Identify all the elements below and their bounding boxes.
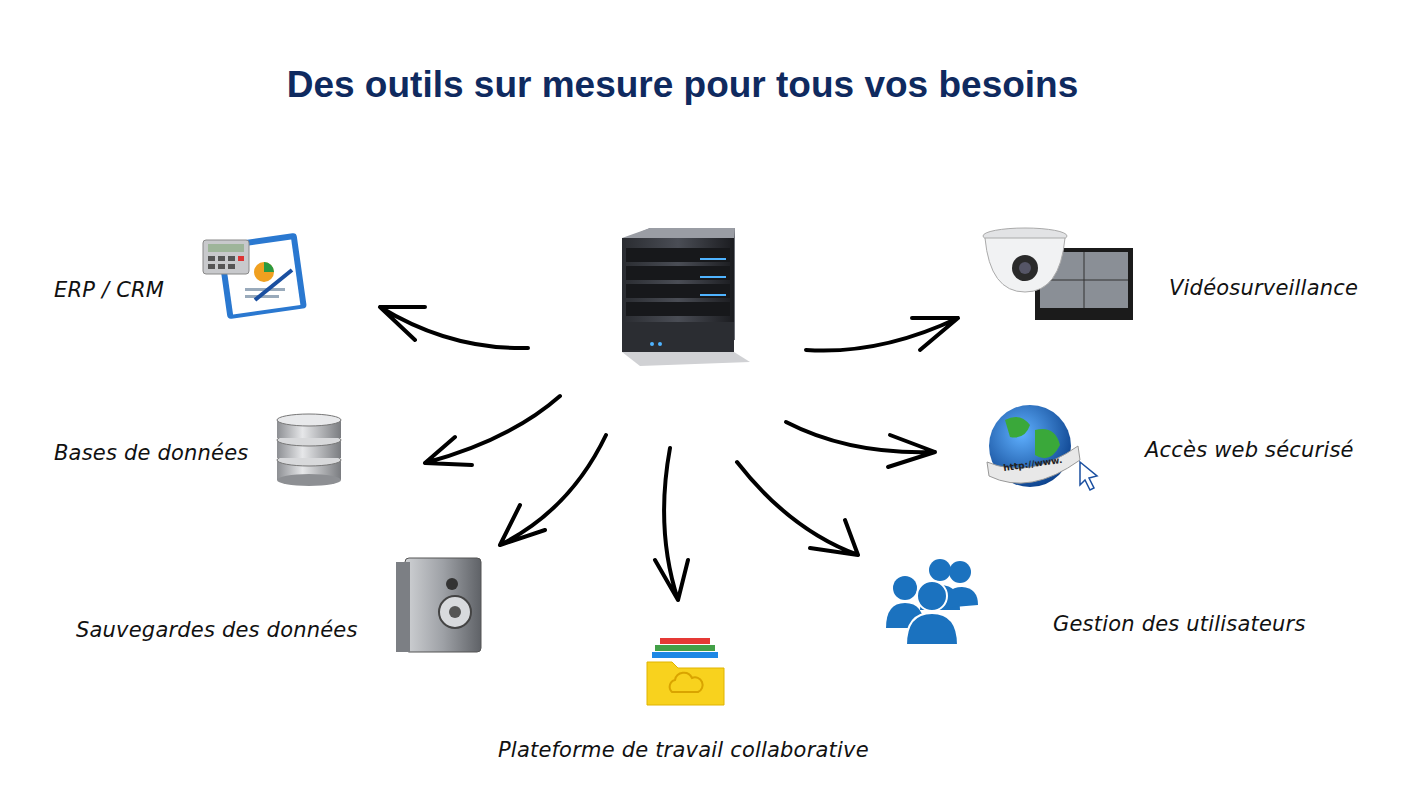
- folder-icon: [647, 638, 724, 705]
- arrow: [655, 448, 688, 600]
- tool-label: Accès web sécurisé: [1145, 438, 1354, 462]
- users-icon: [886, 559, 978, 645]
- tool-label: Bases de données: [54, 441, 248, 465]
- arrows: [380, 307, 958, 600]
- database-icon: [277, 414, 341, 486]
- tool-label: Plateforme de travail collaborative: [498, 738, 869, 762]
- arrow: [500, 435, 606, 545]
- tool-label: ERP / CRM: [54, 278, 164, 302]
- globe-icon: [987, 405, 1097, 490]
- arrow: [425, 396, 560, 465]
- arrow: [786, 422, 935, 467]
- arrow: [737, 462, 858, 555]
- safe-icon: [396, 558, 481, 652]
- tool-label: Gestion des utilisateurs: [1053, 612, 1306, 636]
- title: Des outils sur mesure pour tous vos beso…: [0, 64, 1365, 106]
- tool-label: Sauvegardes des données: [76, 618, 358, 642]
- arrow: [380, 307, 528, 348]
- camera-icon: [983, 228, 1133, 320]
- server-icon: [622, 228, 750, 366]
- arrow: [806, 318, 958, 351]
- tool-label: Vidéosurveillance: [1169, 276, 1358, 300]
- erp-icon: [203, 233, 307, 319]
